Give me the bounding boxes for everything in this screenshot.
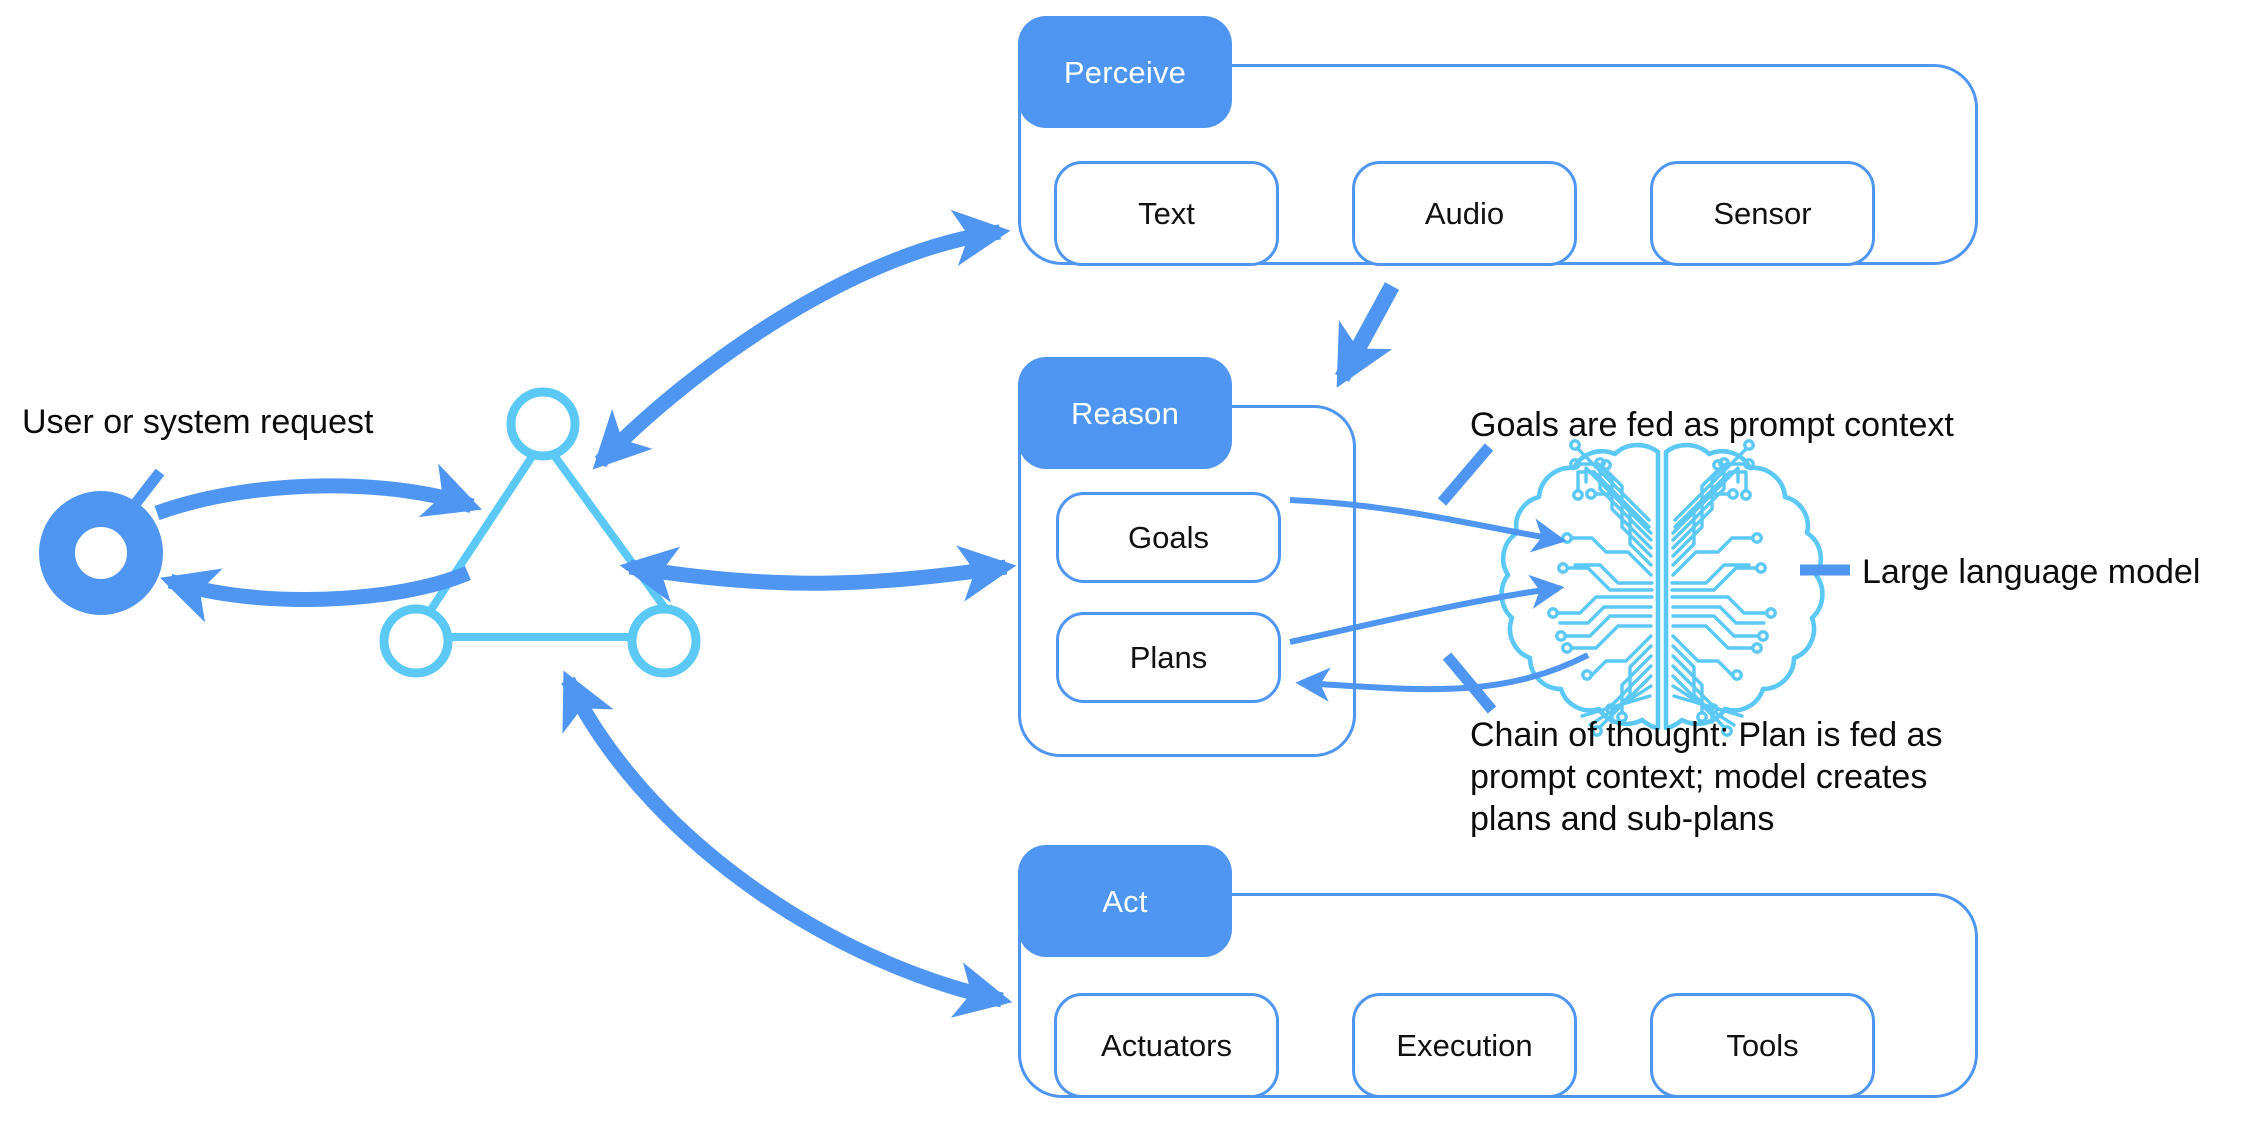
chip-plans-label: Plans [1129,640,1208,675]
circuit-brain-icon [1499,439,1825,737]
section-act-tab-label: Act [1102,883,1148,919]
act-chip-row: Actuators Execution Tools [1054,993,1942,1098]
chain-of-thought-annotation: Chain of thought: Plan is fed as prompt … [1470,716,1943,838]
arrow-agent-perceive [592,209,1011,470]
chip-execution-label: Execution [1396,1028,1533,1063]
section-perceive-tab[interactable]: Perceive [1018,16,1232,128]
arrow-goals-to-brain [1289,497,1567,553]
chip-sensor[interactable]: Sensor [1650,161,1875,266]
chip-plans[interactable]: Plans [1056,612,1281,703]
section-reason-tab-label: Reason [1070,395,1180,431]
arrow-brain-to-plans [1295,652,1590,702]
chip-tools[interactable]: Tools [1650,993,1875,1098]
chip-tools-label: Tools [1726,1028,1799,1063]
arrow-perceive-to-reason [1334,282,1400,388]
chip-audio-label: Audio [1424,196,1505,231]
section-act-tab[interactable]: Act [1018,845,1232,957]
arrow-request-to-agent [154,463,482,521]
goals-context-annotation: Goals are fed as prompt context [1470,406,1954,444]
section-act[interactable]: Act Actuators Execution Tools [1018,845,1978,1098]
chip-audio[interactable]: Audio [1352,161,1577,266]
chip-goals-label: Goals [1128,520,1209,555]
arrow-agent-act [561,670,1013,1018]
section-reason[interactable]: Reason Goals Plans [1018,357,1356,757]
arrow-plans-to-brain [1289,574,1565,645]
chip-goals[interactable]: Goals [1056,492,1281,583]
chip-execution[interactable]: Execution [1352,993,1577,1098]
donut-ring-icon [39,491,163,615]
chip-text-label: Text [1138,196,1195,231]
section-perceive[interactable]: Perceive Text Audio Sensor [1018,16,1978,266]
chip-sensor-label: Sensor [1713,196,1812,231]
section-reason-tab[interactable]: Reason [1018,357,1232,469]
reason-chip-column: Goals Plans [1056,492,1281,703]
leader-line-user-request [117,468,165,525]
leader-line-chain-of-thought [1442,652,1497,714]
chip-text[interactable]: Text [1054,161,1279,266]
arrow-agent-to-request [160,566,471,623]
section-perceive-tab-label: Perceive [1063,54,1187,90]
chip-actuators[interactable]: Actuators [1054,993,1279,1098]
triangle-nodes-icon [379,387,701,678]
chip-actuators-label: Actuators [1101,1028,1232,1063]
llm-label: Large language model [1862,553,2201,591]
perceive-chip-row: Text Audio Sensor [1054,161,1942,266]
leader-line-goals-context [1437,443,1494,506]
arrow-agent-reason [619,545,1017,603]
entry-label: User or system request [22,403,374,441]
